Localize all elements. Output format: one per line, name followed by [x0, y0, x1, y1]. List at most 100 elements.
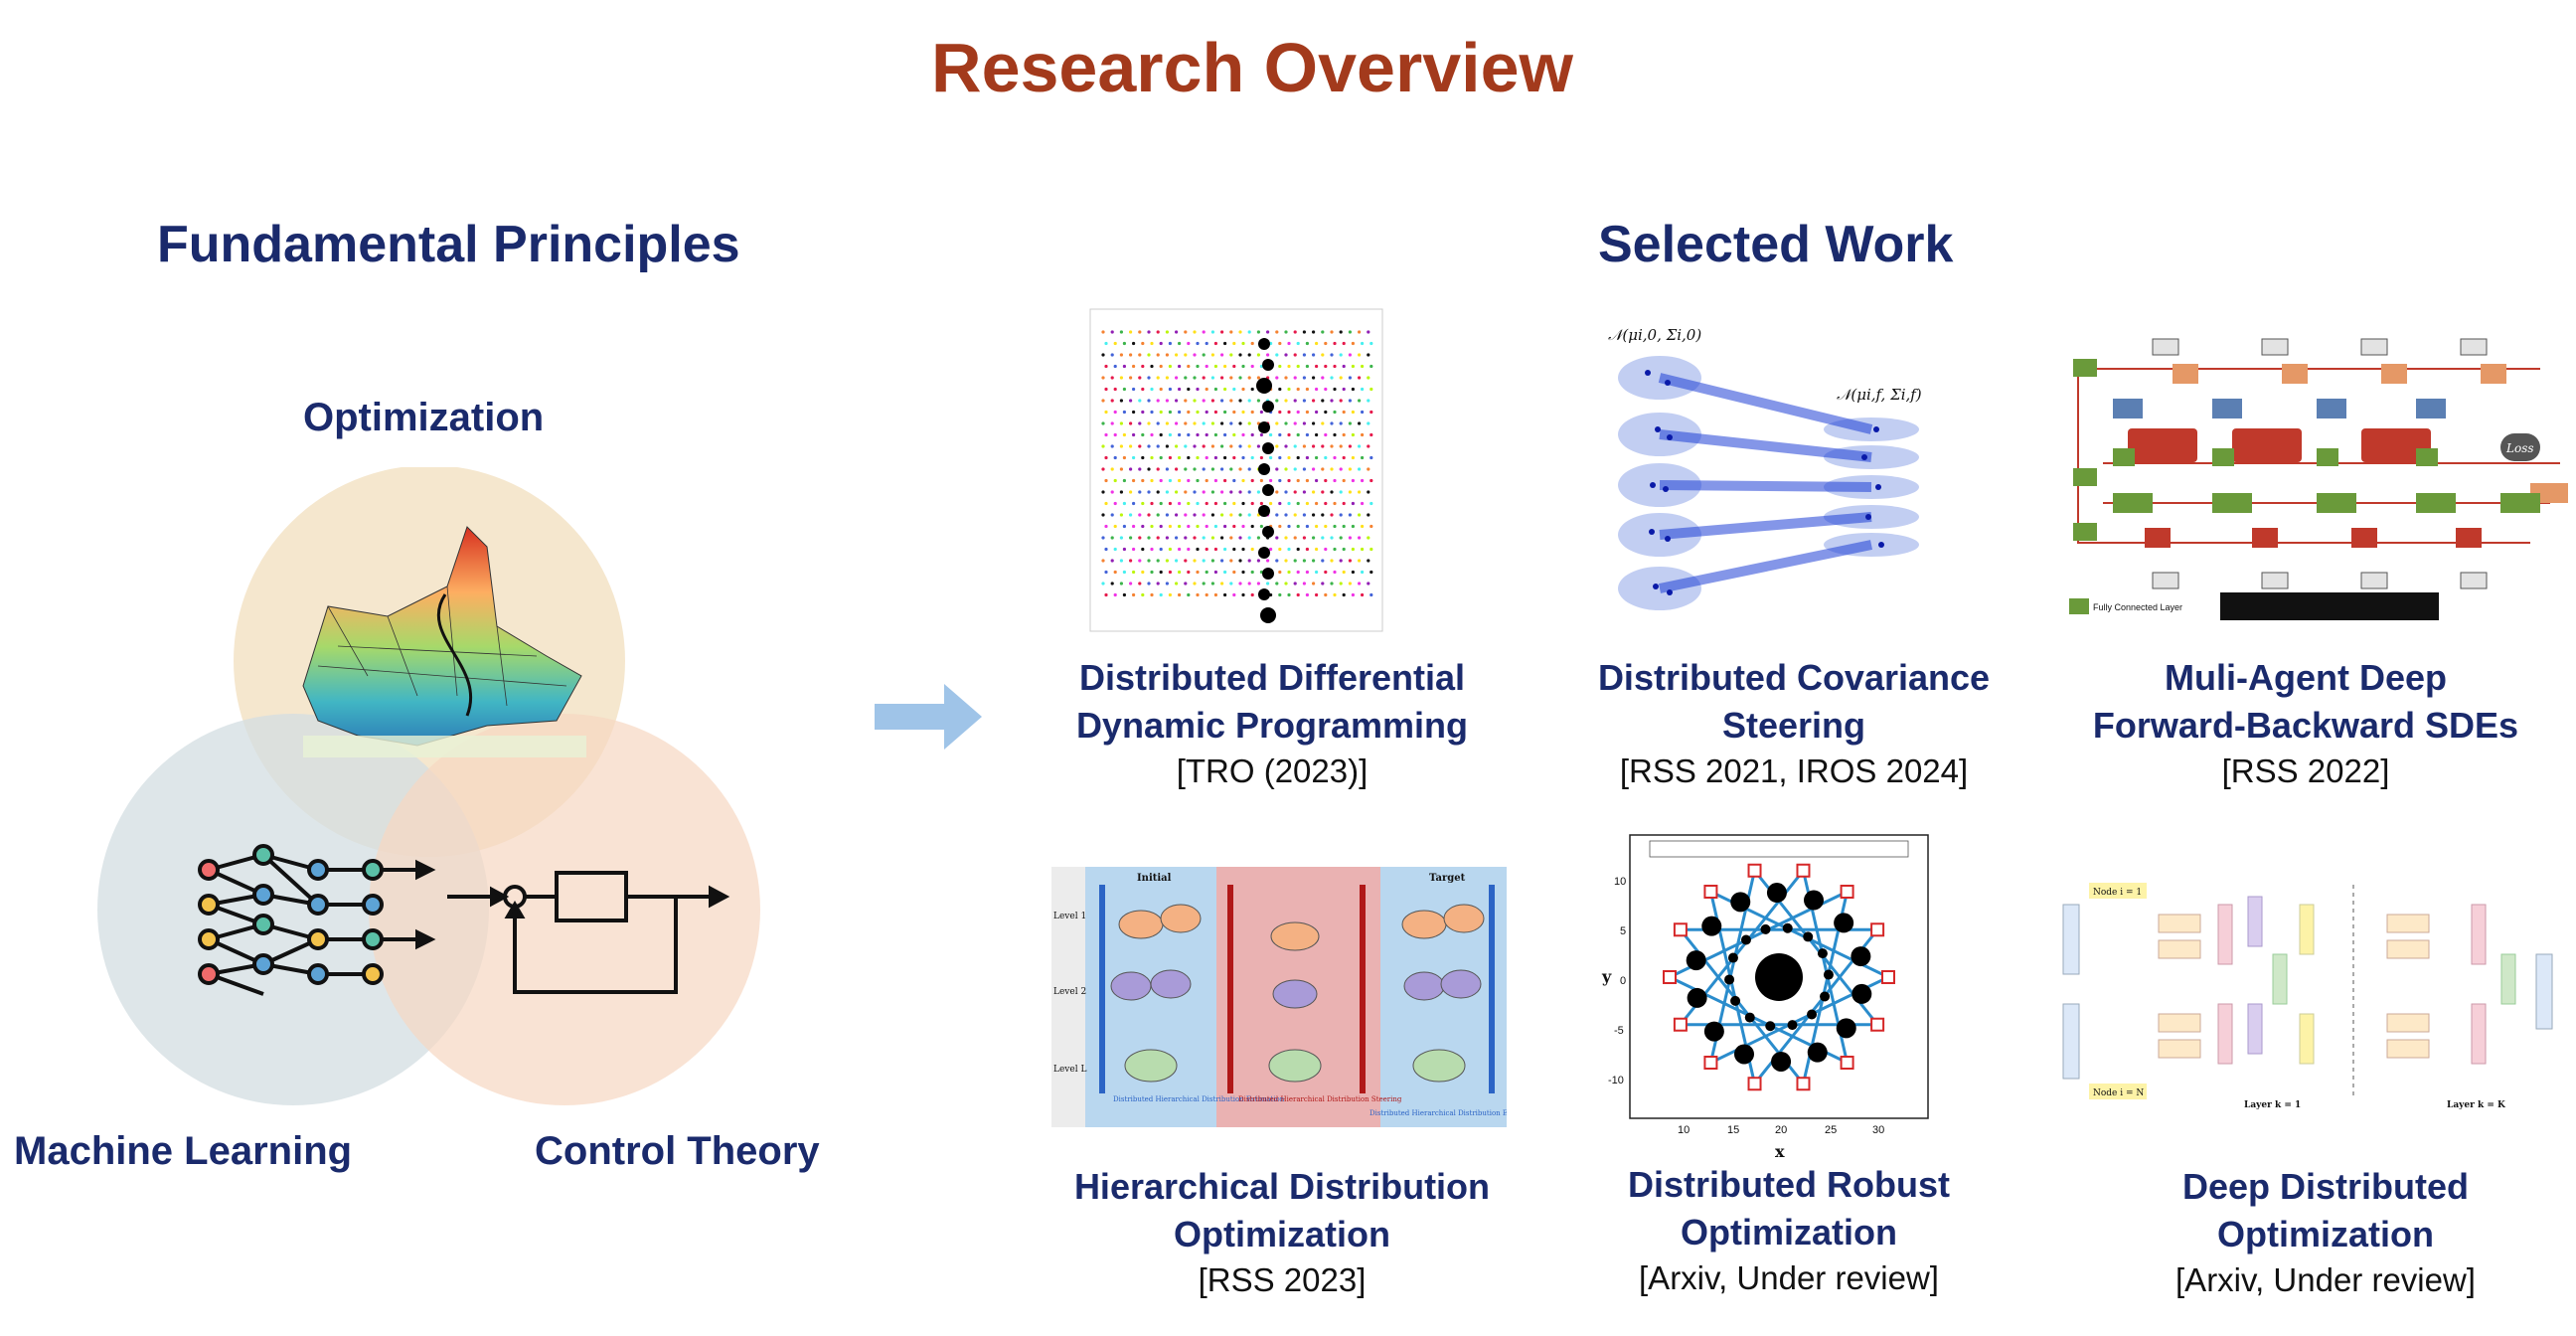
agent-dot	[1104, 341, 1108, 346]
agent-dot	[1165, 490, 1169, 494]
agent-dot	[1361, 432, 1365, 437]
agent-dot	[1247, 582, 1251, 585]
agent-dot	[1348, 444, 1352, 448]
agent-dot	[1119, 513, 1123, 517]
agent-dot	[1113, 455, 1117, 460]
agent-dot	[1305, 570, 1309, 575]
agent-dot	[1247, 353, 1251, 357]
agent-dot	[1293, 559, 1297, 563]
agent-dot	[1168, 547, 1172, 552]
work-title-line: Optimization	[1174, 1214, 1390, 1254]
agent-dot	[1210, 444, 1214, 448]
agent-dot	[1284, 330, 1288, 334]
agent-dot	[1361, 341, 1365, 346]
agent-dot	[1196, 341, 1200, 346]
agent-dot	[1369, 364, 1373, 369]
target-marker	[1673, 922, 1688, 937]
agent-dot	[1296, 455, 1300, 460]
agent-dot	[1196, 524, 1200, 529]
agent-dot	[1110, 490, 1114, 494]
agent-dot	[1367, 376, 1370, 380]
agent-dot	[1205, 432, 1208, 437]
agent-dot	[1178, 501, 1182, 506]
agent-dot	[1250, 341, 1254, 346]
agent-dot	[1159, 364, 1163, 369]
agent-dot	[1175, 490, 1179, 494]
estimation-footer-2: Distributed Hierarchical Distribution Es…	[1369, 1109, 1507, 1117]
control-loop-icon	[447, 871, 730, 994]
x-tick: 20	[1775, 1124, 1787, 1136]
agent-dot	[1202, 582, 1206, 585]
obstacle	[1724, 974, 1735, 985]
agent-dot	[1175, 559, 1179, 563]
agent-dot	[1351, 501, 1355, 506]
agent-dot	[1232, 432, 1236, 437]
agent-dot	[1168, 570, 1172, 575]
agent-dot	[1159, 547, 1163, 552]
agent-dot	[1229, 582, 1233, 585]
x-tick: 10	[1678, 1124, 1690, 1136]
agent-dot	[1141, 524, 1145, 529]
agent-dot	[1122, 341, 1126, 346]
agent-dot	[1348, 376, 1352, 380]
agent-dot	[1187, 592, 1191, 597]
agent-dot	[1269, 455, 1273, 460]
agent-dot	[1358, 330, 1362, 334]
agent-dot	[1229, 399, 1233, 403]
control-theory-label: Control Theory	[535, 1129, 820, 1173]
agent-dot	[1110, 399, 1114, 403]
agent-dot	[1266, 353, 1270, 357]
agent-dot	[1358, 444, 1362, 448]
agent-dot	[1113, 592, 1117, 597]
agent-dot	[1193, 444, 1197, 448]
agent-dot	[1305, 432, 1309, 437]
selected-work-heading: Selected Work	[1598, 216, 1954, 273]
agent-dot	[1358, 353, 1362, 357]
agent-dot	[1196, 387, 1200, 392]
agent-dot	[1213, 547, 1217, 552]
leader-dot	[1258, 421, 1270, 433]
agent-dot	[1250, 524, 1254, 529]
agent-dot	[1287, 455, 1291, 460]
agent-dot	[1351, 387, 1355, 392]
agent-dot	[1138, 513, 1142, 517]
agent-dot	[1175, 421, 1179, 425]
agent-dot	[1250, 478, 1254, 483]
agent-dot	[1113, 364, 1117, 369]
leader-dot	[1258, 463, 1270, 475]
obstacle	[1733, 1044, 1754, 1065]
agent-dot	[1196, 501, 1200, 506]
agent-dot	[1147, 399, 1151, 403]
agent-dot	[1138, 399, 1142, 403]
agent-dot	[1250, 364, 1254, 369]
agent-dot	[1361, 570, 1365, 575]
agent-dot	[1196, 455, 1200, 460]
agent-dot	[1165, 536, 1169, 540]
agent-dot	[1210, 353, 1214, 357]
agent-dot	[1210, 421, 1214, 425]
agent-dot	[1305, 387, 1309, 392]
agent-dot	[1141, 501, 1145, 506]
agent-dot	[1138, 353, 1142, 357]
agent-dot	[1241, 432, 1245, 437]
agent-dot	[1369, 432, 1373, 437]
agent-dot	[1229, 490, 1233, 494]
agent-dot	[1367, 513, 1370, 517]
agent-dot	[1247, 399, 1251, 403]
leader-dot	[1262, 442, 1274, 454]
agent-dot	[1113, 432, 1117, 437]
agent-dot	[1132, 410, 1136, 415]
agent-dot	[1122, 410, 1126, 415]
agent-dot	[1178, 387, 1182, 392]
agent-dot	[1229, 353, 1233, 357]
agent-dot	[1361, 524, 1365, 529]
agent-dot	[1213, 387, 1217, 392]
agent-dot	[1312, 536, 1316, 540]
agent-dot	[1312, 582, 1316, 585]
estimation-footer-1: Distributed Hierarchical Distribution Es…	[1113, 1095, 1285, 1103]
work-venue: [RSS 2022]	[2221, 752, 2390, 789]
agent-dot	[1241, 592, 1245, 597]
agent-dot	[1159, 501, 1163, 506]
agent-dot	[1358, 536, 1362, 540]
agent-dot	[1361, 364, 1365, 369]
